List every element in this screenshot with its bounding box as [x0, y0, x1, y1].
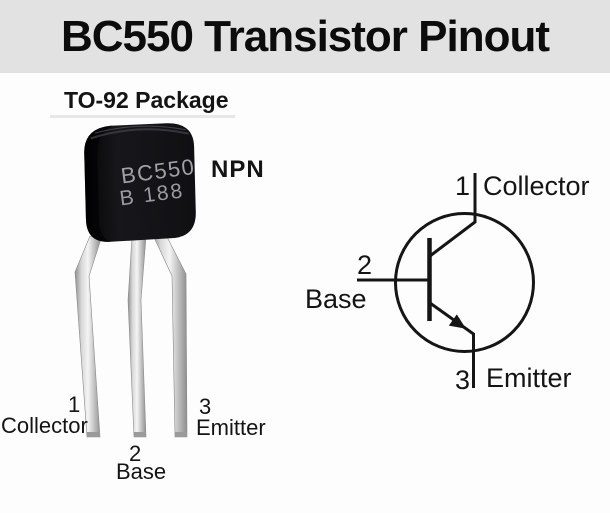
schematic-pin1-number: 1: [454, 171, 470, 201]
emitter-diagonal: [429, 301, 475, 336]
transistor-body: BC550 B 188: [84, 123, 197, 242]
leg-tip: [134, 432, 146, 437]
transistor-legs: [74, 232, 188, 438]
schematic-pin2-name: Base: [305, 284, 367, 314]
photo-pin3-number: 3: [199, 394, 212, 419]
photo-pin2-number: 2: [129, 441, 142, 466]
photo-pin3-name: Emitter: [196, 415, 266, 440]
leg-base: [127, 236, 147, 438]
leg-tip: [175, 432, 187, 437]
schematic-pin1-name: Collector: [483, 171, 590, 201]
body-top-sheen: [90, 128, 189, 140]
photo-pin2-name: Base: [116, 459, 167, 484]
page-title: BC550 Transistor Pinout: [60, 11, 550, 61]
schematic-pin3-number: 3: [454, 365, 470, 395]
body-mold-seam: [94, 125, 186, 134]
leg-tip: [87, 432, 100, 437]
collector-diagonal: [429, 220, 476, 258]
package-label: TO-92 Package: [64, 87, 229, 113]
emitter-arrow-icon: [448, 314, 466, 329]
npn-schematic-symbol-icon: [357, 173, 535, 388]
schematic-pin2-number: 2: [357, 250, 373, 280]
photo-pin1-name: Collector: [1, 413, 88, 438]
to92-transistor-photo-icon: BC550 B 188: [74, 123, 197, 438]
photo-top-edge: [50, 115, 235, 118]
body-shadow-face: [84, 125, 113, 242]
npn-type-label: NPN: [211, 156, 265, 183]
leg-emitter: [151, 232, 188, 438]
title-banner: BC550 Transistor Pinout: [0, 0, 610, 73]
schematic-pin3-name: Emitter: [486, 363, 572, 393]
photo-pin1-number: 1: [68, 392, 81, 417]
symbol-circle: [394, 212, 535, 353]
